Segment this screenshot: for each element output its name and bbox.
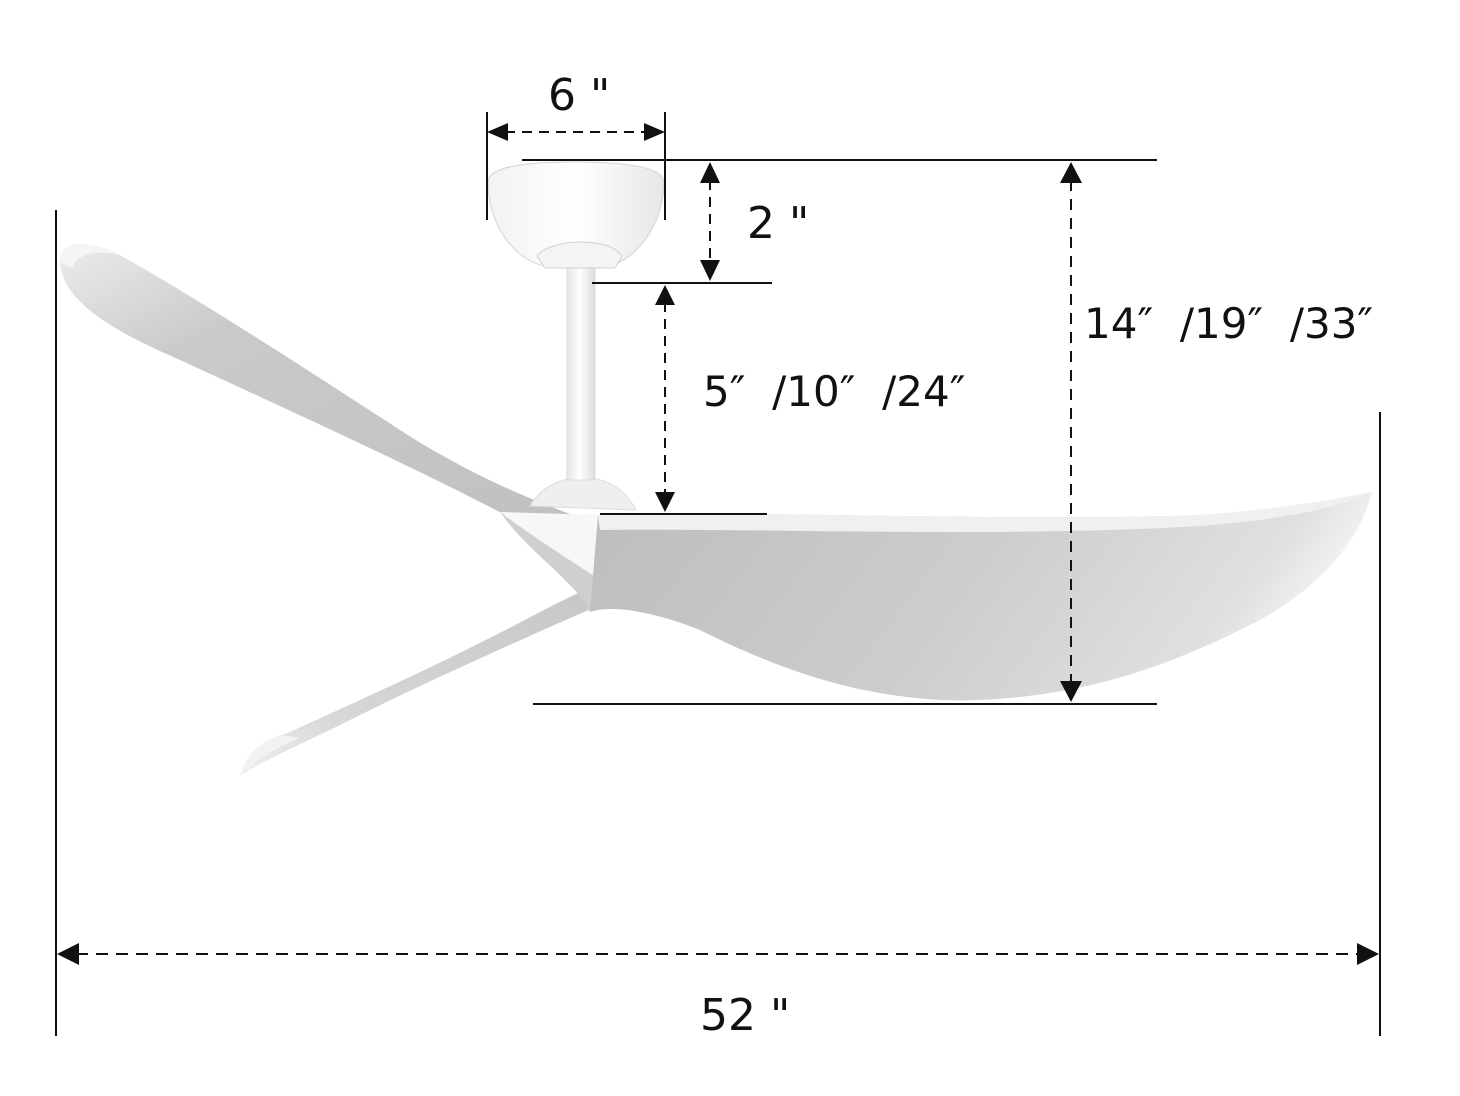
right-blade bbox=[590, 492, 1372, 701]
dimension-labels: 6 " 2 " 5″ /10″ /24″ 14″ /19″ /33″ 52 " bbox=[548, 70, 1373, 1041]
right-blade-highlight bbox=[598, 492, 1372, 533]
left-blade-edge bbox=[60, 243, 120, 268]
arrow-downrod-bottom bbox=[655, 492, 675, 512]
arrow-downrod-top bbox=[655, 285, 675, 305]
blade-span-label: 52 " bbox=[700, 990, 790, 1041]
arrow-total-top bbox=[1060, 162, 1082, 183]
bottom-blade-tip bbox=[240, 735, 300, 776]
arrow-canopy-right bbox=[644, 123, 665, 141]
downrod-length-label: 5″ /10″ /24″ bbox=[703, 367, 965, 416]
arrow-span-left bbox=[57, 943, 79, 965]
arrowheads bbox=[57, 123, 1379, 965]
canopy-width-label: 6 " bbox=[548, 70, 610, 121]
canopy-collar bbox=[536, 241, 623, 269]
dimension-lines bbox=[55, 112, 1381, 1036]
downrod bbox=[566, 261, 596, 481]
arrow-total-bottom bbox=[1060, 681, 1082, 702]
left-blade bbox=[60, 243, 600, 525]
canopy bbox=[487, 161, 665, 269]
total-height-label: 14″ /19″ /33″ bbox=[1084, 299, 1373, 348]
arrow-canopy-left bbox=[487, 123, 508, 141]
bottom-blade bbox=[240, 580, 605, 776]
motor-housing bbox=[529, 476, 637, 511]
arrow-2in-top bbox=[700, 162, 720, 183]
ceiling-fan-illustration bbox=[60, 161, 1372, 776]
arrow-span-right bbox=[1357, 943, 1379, 965]
canopy-height-label: 2 " bbox=[747, 198, 809, 249]
hub-top bbox=[500, 512, 600, 580]
arrow-2in-bottom bbox=[700, 260, 720, 281]
